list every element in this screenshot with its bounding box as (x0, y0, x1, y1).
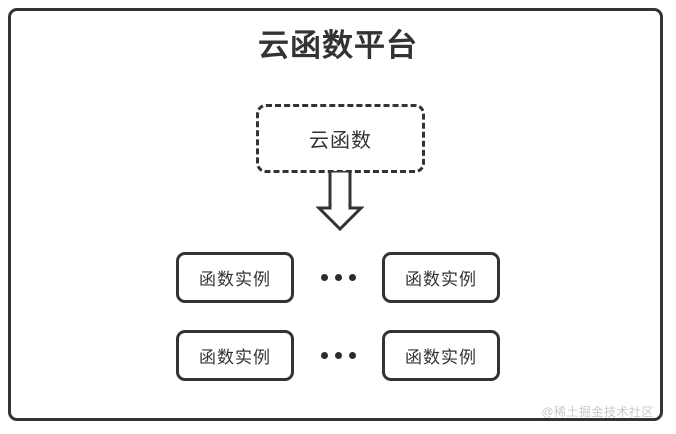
function-instance-label: 函数实例 (405, 348, 477, 367)
ellipsis-icon (308, 252, 368, 303)
function-instance-node: 函数实例 (382, 330, 500, 381)
down-block-arrow-icon (315, 169, 365, 232)
page-title: 云函数平台 (258, 28, 418, 63)
ellipsis-dot (334, 352, 342, 359)
instance-row: 函数实例 函数实例 (176, 330, 500, 381)
ellipsis-dot (320, 274, 328, 281)
watermark: @稀土掘金技术社区 (541, 405, 654, 419)
instance-row: 函数实例 函数实例 (176, 252, 500, 303)
function-instance-label: 函数实例 (199, 270, 271, 289)
function-instance-node: 函数实例 (382, 252, 500, 303)
function-instance-node: 函数实例 (176, 252, 294, 303)
cloud-function-label: 云函数 (309, 130, 372, 152)
ellipsis-dot (320, 352, 328, 359)
ellipsis-icon (308, 330, 368, 381)
ellipsis-dot (348, 352, 356, 359)
function-instance-label: 函数实例 (405, 270, 477, 289)
ellipsis-dot (348, 274, 356, 281)
cloud-function-node: 云函数 (256, 104, 425, 173)
function-instance-node: 函数实例 (176, 330, 294, 381)
ellipsis-dot (334, 274, 342, 281)
function-instance-label: 函数实例 (199, 348, 271, 367)
